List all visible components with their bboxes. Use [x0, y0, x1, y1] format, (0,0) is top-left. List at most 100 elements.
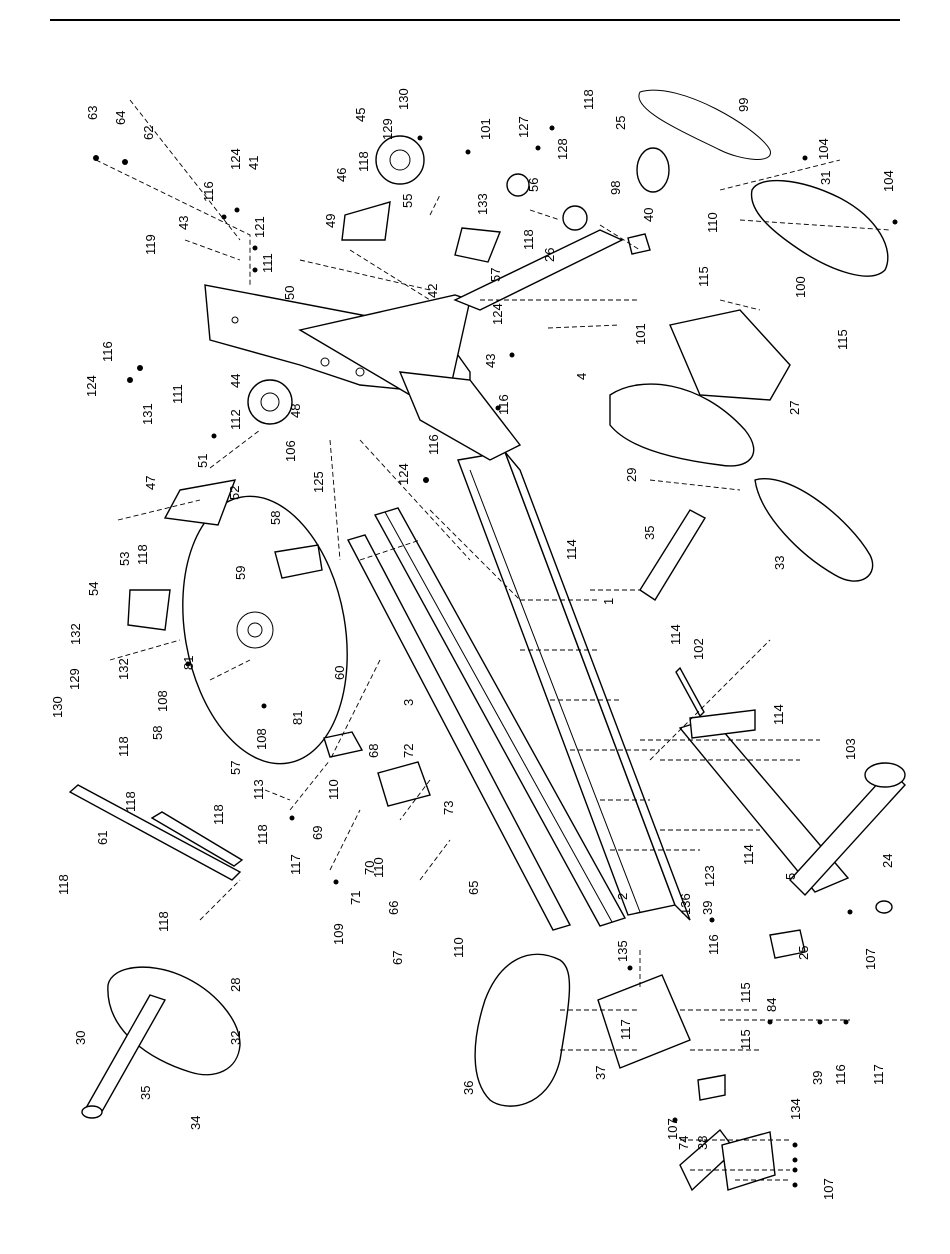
label-48: 48 — [288, 404, 303, 418]
left-pedal — [81, 966, 241, 1119]
bracket-40 — [627, 233, 651, 255]
guide-lines — [95, 99, 891, 1181]
label-25b: 25 — [796, 946, 811, 960]
label-29: 29 — [624, 468, 639, 482]
label-99: 99 — [736, 98, 751, 112]
label-84: 84 — [764, 998, 779, 1012]
label-118c: 118 — [521, 229, 536, 250]
label-115b: 115 — [835, 329, 850, 350]
label-58b: 58 — [150, 726, 165, 740]
label-114d: 114 — [741, 844, 756, 865]
pulley-45 — [375, 135, 425, 185]
label-110a: 110 — [326, 779, 341, 800]
foot-25 — [769, 929, 806, 959]
shroud-27 — [669, 309, 791, 401]
label-4: 4 — [574, 373, 589, 380]
label-51: 51 — [195, 454, 210, 468]
label-43b: 43 — [483, 354, 498, 368]
label-115d: 115 — [738, 1029, 753, 1050]
label-116b: 116 — [100, 341, 115, 362]
label-72: 72 — [401, 744, 416, 758]
belt-99 — [638, 89, 771, 160]
label-101a: 101 — [478, 118, 493, 140]
cover-29 — [609, 383, 755, 467]
label-133: 133 — [475, 193, 490, 215]
label-103: 103 — [843, 738, 858, 760]
label-127: 127 — [516, 116, 531, 138]
label-33: 33 — [772, 556, 787, 570]
plate-47 — [163, 479, 237, 526]
label-98: 98 — [608, 181, 623, 195]
label-68: 68 — [366, 744, 381, 758]
label-118d: 118 — [135, 544, 150, 565]
part-103 — [689, 709, 756, 739]
seat-carriage-37 — [597, 974, 691, 1069]
label-114b: 114 — [668, 624, 683, 645]
label-45: 45 — [353, 108, 368, 122]
plate-46 — [341, 201, 391, 241]
label-74: 74 — [676, 1136, 691, 1150]
label-69: 69 — [310, 826, 325, 840]
label-28: 28 — [228, 978, 243, 992]
label-107c: 107 — [821, 1178, 836, 1200]
label-129a: 129 — [380, 118, 395, 140]
label-110d: 110 — [705, 212, 720, 233]
label-2: 2 — [615, 893, 630, 900]
foot-24 — [875, 900, 893, 914]
label-116e: 116 — [706, 934, 721, 955]
label-119: 119 — [143, 234, 158, 255]
label-118j: 118 — [156, 911, 171, 932]
label-43a: 43 — [176, 216, 191, 230]
label-40: 40 — [641, 208, 656, 222]
label-56: 56 — [526, 178, 541, 192]
part-labels: 1 2 3 4 5 24 25 25 26 27 28 29 30 31 32 … — [50, 88, 896, 1200]
idler-26 — [562, 205, 588, 231]
bracket-38 — [697, 1074, 726, 1101]
label-30: 30 — [73, 1031, 88, 1045]
pulley-48 — [247, 379, 293, 425]
label-64: 64 — [113, 111, 128, 125]
label-27: 27 — [787, 401, 802, 415]
label-106: 106 — [283, 440, 298, 462]
label-132a: 132 — [68, 623, 83, 645]
label-73: 73 — [441, 801, 456, 815]
label-81a: 81 — [181, 656, 196, 670]
label-53: 53 — [117, 552, 132, 566]
label-25a: 25 — [613, 116, 628, 130]
label-102: 102 — [691, 638, 706, 660]
label-65: 65 — [466, 881, 481, 895]
label-131: 131 — [140, 403, 155, 425]
label-110b: 110 — [371, 857, 386, 878]
label-36: 36 — [461, 1081, 476, 1095]
label-116d: 116 — [496, 394, 511, 415]
label-61: 61 — [95, 831, 110, 845]
label-59: 59 — [233, 566, 248, 580]
label-136: 136 — [678, 893, 693, 915]
label-114a: 114 — [564, 539, 579, 560]
label-66: 66 — [386, 901, 401, 915]
label-58a: 58 — [268, 511, 283, 525]
rail-bar-61 — [68, 784, 242, 881]
handle-4 — [453, 229, 624, 311]
label-114c: 114 — [771, 704, 786, 725]
label-49: 49 — [323, 214, 338, 228]
label-39a: 39 — [700, 901, 715, 915]
tube-35 — [639, 509, 706, 601]
label-118a: 118 — [581, 89, 596, 110]
label-135: 135 — [615, 940, 630, 962]
upper-frame — [204, 284, 522, 461]
label-100: 100 — [793, 276, 808, 298]
label-35a: 35 — [642, 526, 657, 540]
label-132b: 132 — [116, 658, 131, 680]
label-118i: 118 — [56, 874, 71, 895]
label-116a: 116 — [201, 181, 216, 202]
label-116c: 116 — [426, 434, 441, 455]
label-112: 112 — [228, 409, 243, 430]
label-101b: 101 — [633, 323, 648, 345]
label-124d: 124 — [396, 463, 411, 485]
label-111a: 111 — [260, 253, 275, 273]
label-115a: 115 — [696, 266, 711, 287]
label-54: 54 — [86, 582, 101, 596]
label-111b: 111 — [170, 384, 185, 404]
label-134: 134 — [788, 1098, 803, 1120]
